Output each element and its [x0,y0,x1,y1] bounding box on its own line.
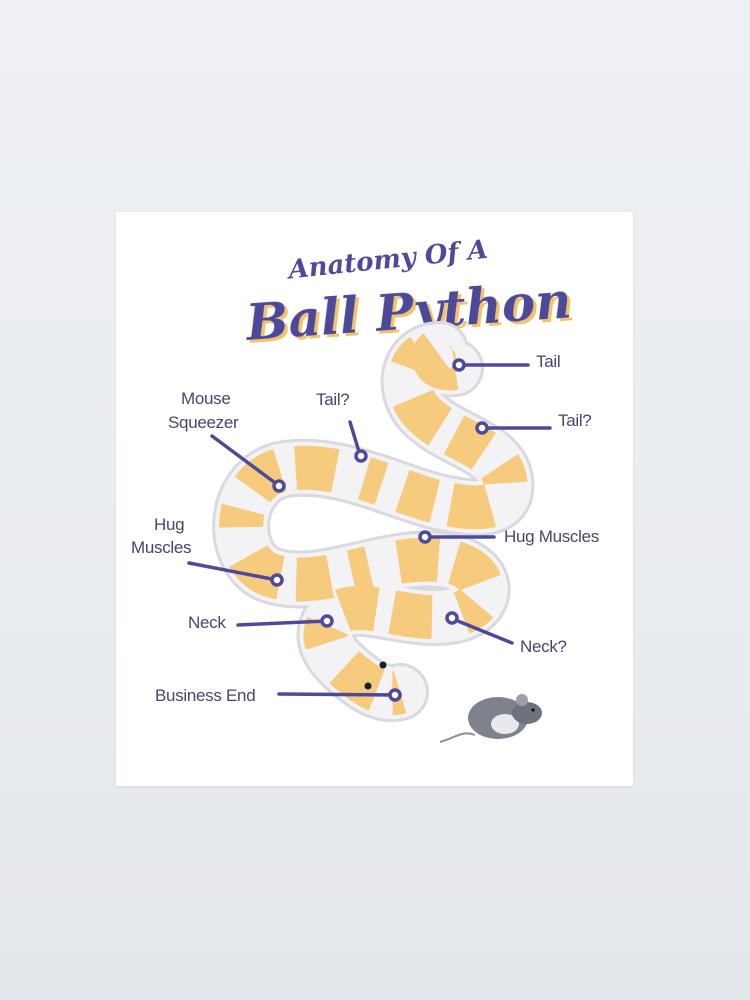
label-hug-muscles-left-line1: Hug [154,515,184,534]
mouse-illustration [439,694,542,743]
label-mouse-squeezer-line2: Squeezer [168,413,239,432]
label-mouse-squeezer-line1: Mouse [181,389,231,408]
label-business-end: Business End [155,686,255,705]
callouts [187,358,552,702]
snake-eye [379,661,387,669]
label-hug-muscles-right: Hug Muscles [504,527,599,546]
snake-eye [364,682,372,690]
label-tail-question-right: Tail? [558,411,591,430]
label-hug-muscles-left-line2: Muscles [131,538,191,557]
snake-illustration [212,321,535,723]
label-tail: Tail [536,352,560,371]
label-neck-question: Neck? [520,637,567,656]
label-neck: Neck [188,613,226,632]
label-tail-question-top: Tail? [316,390,349,409]
